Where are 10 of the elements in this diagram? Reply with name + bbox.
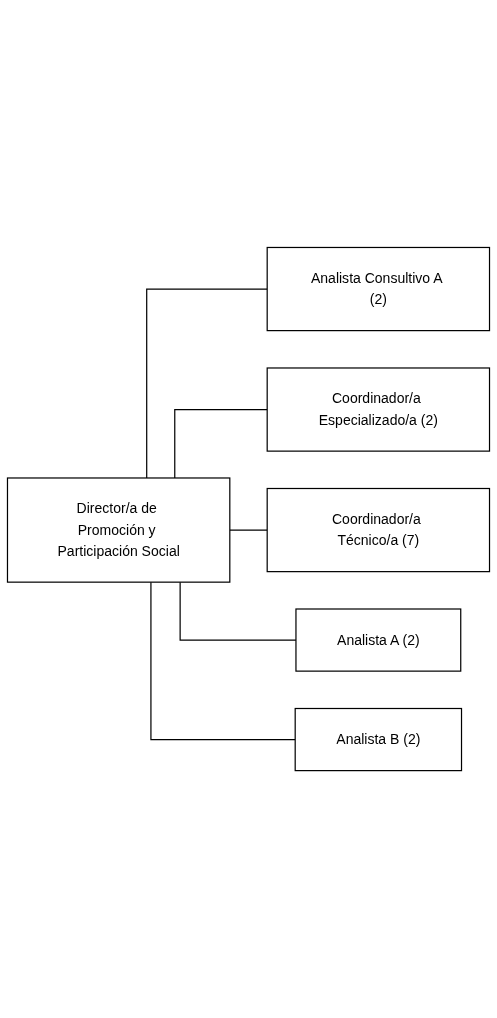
node-box: Analista B (2) [294, 707, 463, 772]
node-box: Coordinador/a Técnico/a (7) [266, 487, 491, 573]
connector [146, 288, 268, 479]
node-box: Analista A (2) [295, 608, 462, 672]
node-box: Coordinador/a Especializado/a (2) [266, 367, 491, 452]
node-box: Director/a de Promoción y Participación Social [6, 477, 231, 583]
node-box: Analista Consultivo A (2) [266, 246, 491, 332]
connector [150, 581, 296, 741]
connector [229, 529, 268, 531]
connector [174, 408, 268, 479]
